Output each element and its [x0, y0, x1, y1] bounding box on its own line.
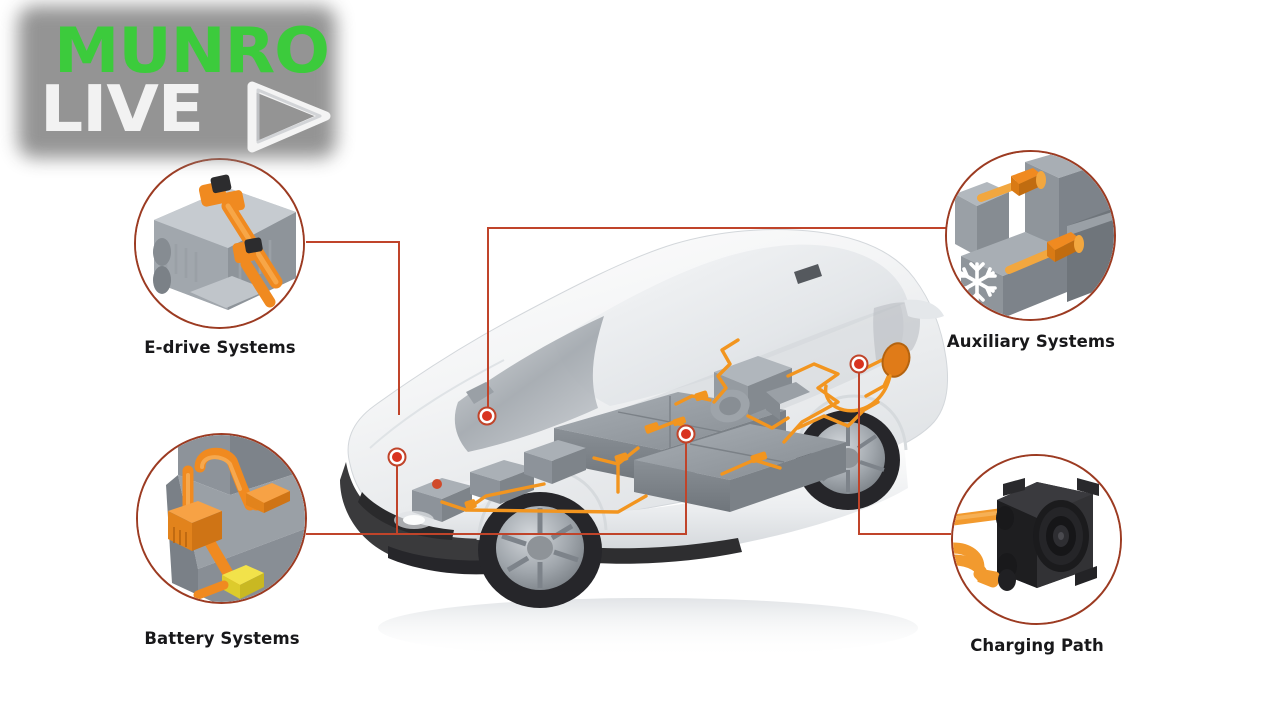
callout-auxiliary-systems[interactable]: Auxiliary Systems — [945, 150, 1117, 351]
callout-label-e-drive-systems: E-drive Systems — [144, 338, 296, 357]
callout-battery-systems[interactable]: Battery Systems — [136, 433, 308, 648]
ground-shadow — [378, 598, 918, 658]
callout-image-charging-path — [951, 454, 1122, 625]
play-triangle-icon — [247, 81, 331, 153]
callout-charging-path[interactable]: Charging Path — [951, 454, 1123, 655]
callout-image-battery-systems — [136, 433, 307, 604]
lower-intake — [388, 546, 492, 575]
charger-module-body — [996, 478, 1099, 591]
inline-fuse-icon — [222, 565, 264, 599]
front-bumper — [340, 462, 500, 570]
washer-reservoir — [394, 511, 434, 529]
hv-service-connector-icon — [168, 501, 222, 551]
logo-text-munro: MUNRO — [54, 14, 330, 87]
hv-bolt-connector-upper — [977, 168, 1046, 202]
callout-image-e-drive-systems — [134, 158, 305, 329]
rear-spoiler — [904, 299, 944, 319]
vehicle-cutaway-illustration — [318, 196, 978, 666]
munro-live-logo[interactable]: MUNRO LIVE — [18, 6, 336, 166]
logo-text-live: LIVE — [40, 73, 204, 147]
hv-bolt-connector-lower — [1005, 232, 1084, 274]
callout-label-auxiliary-systems: Auxiliary Systems — [946, 332, 1116, 351]
callout-e-drive-systems[interactable]: E-drive Systems — [134, 158, 306, 358]
callout-image-auxiliary-systems — [945, 150, 1116, 321]
callout-label-battery-systems: Battery Systems — [144, 629, 300, 648]
callout-label-charging-path: Charging Path — [970, 636, 1104, 655]
